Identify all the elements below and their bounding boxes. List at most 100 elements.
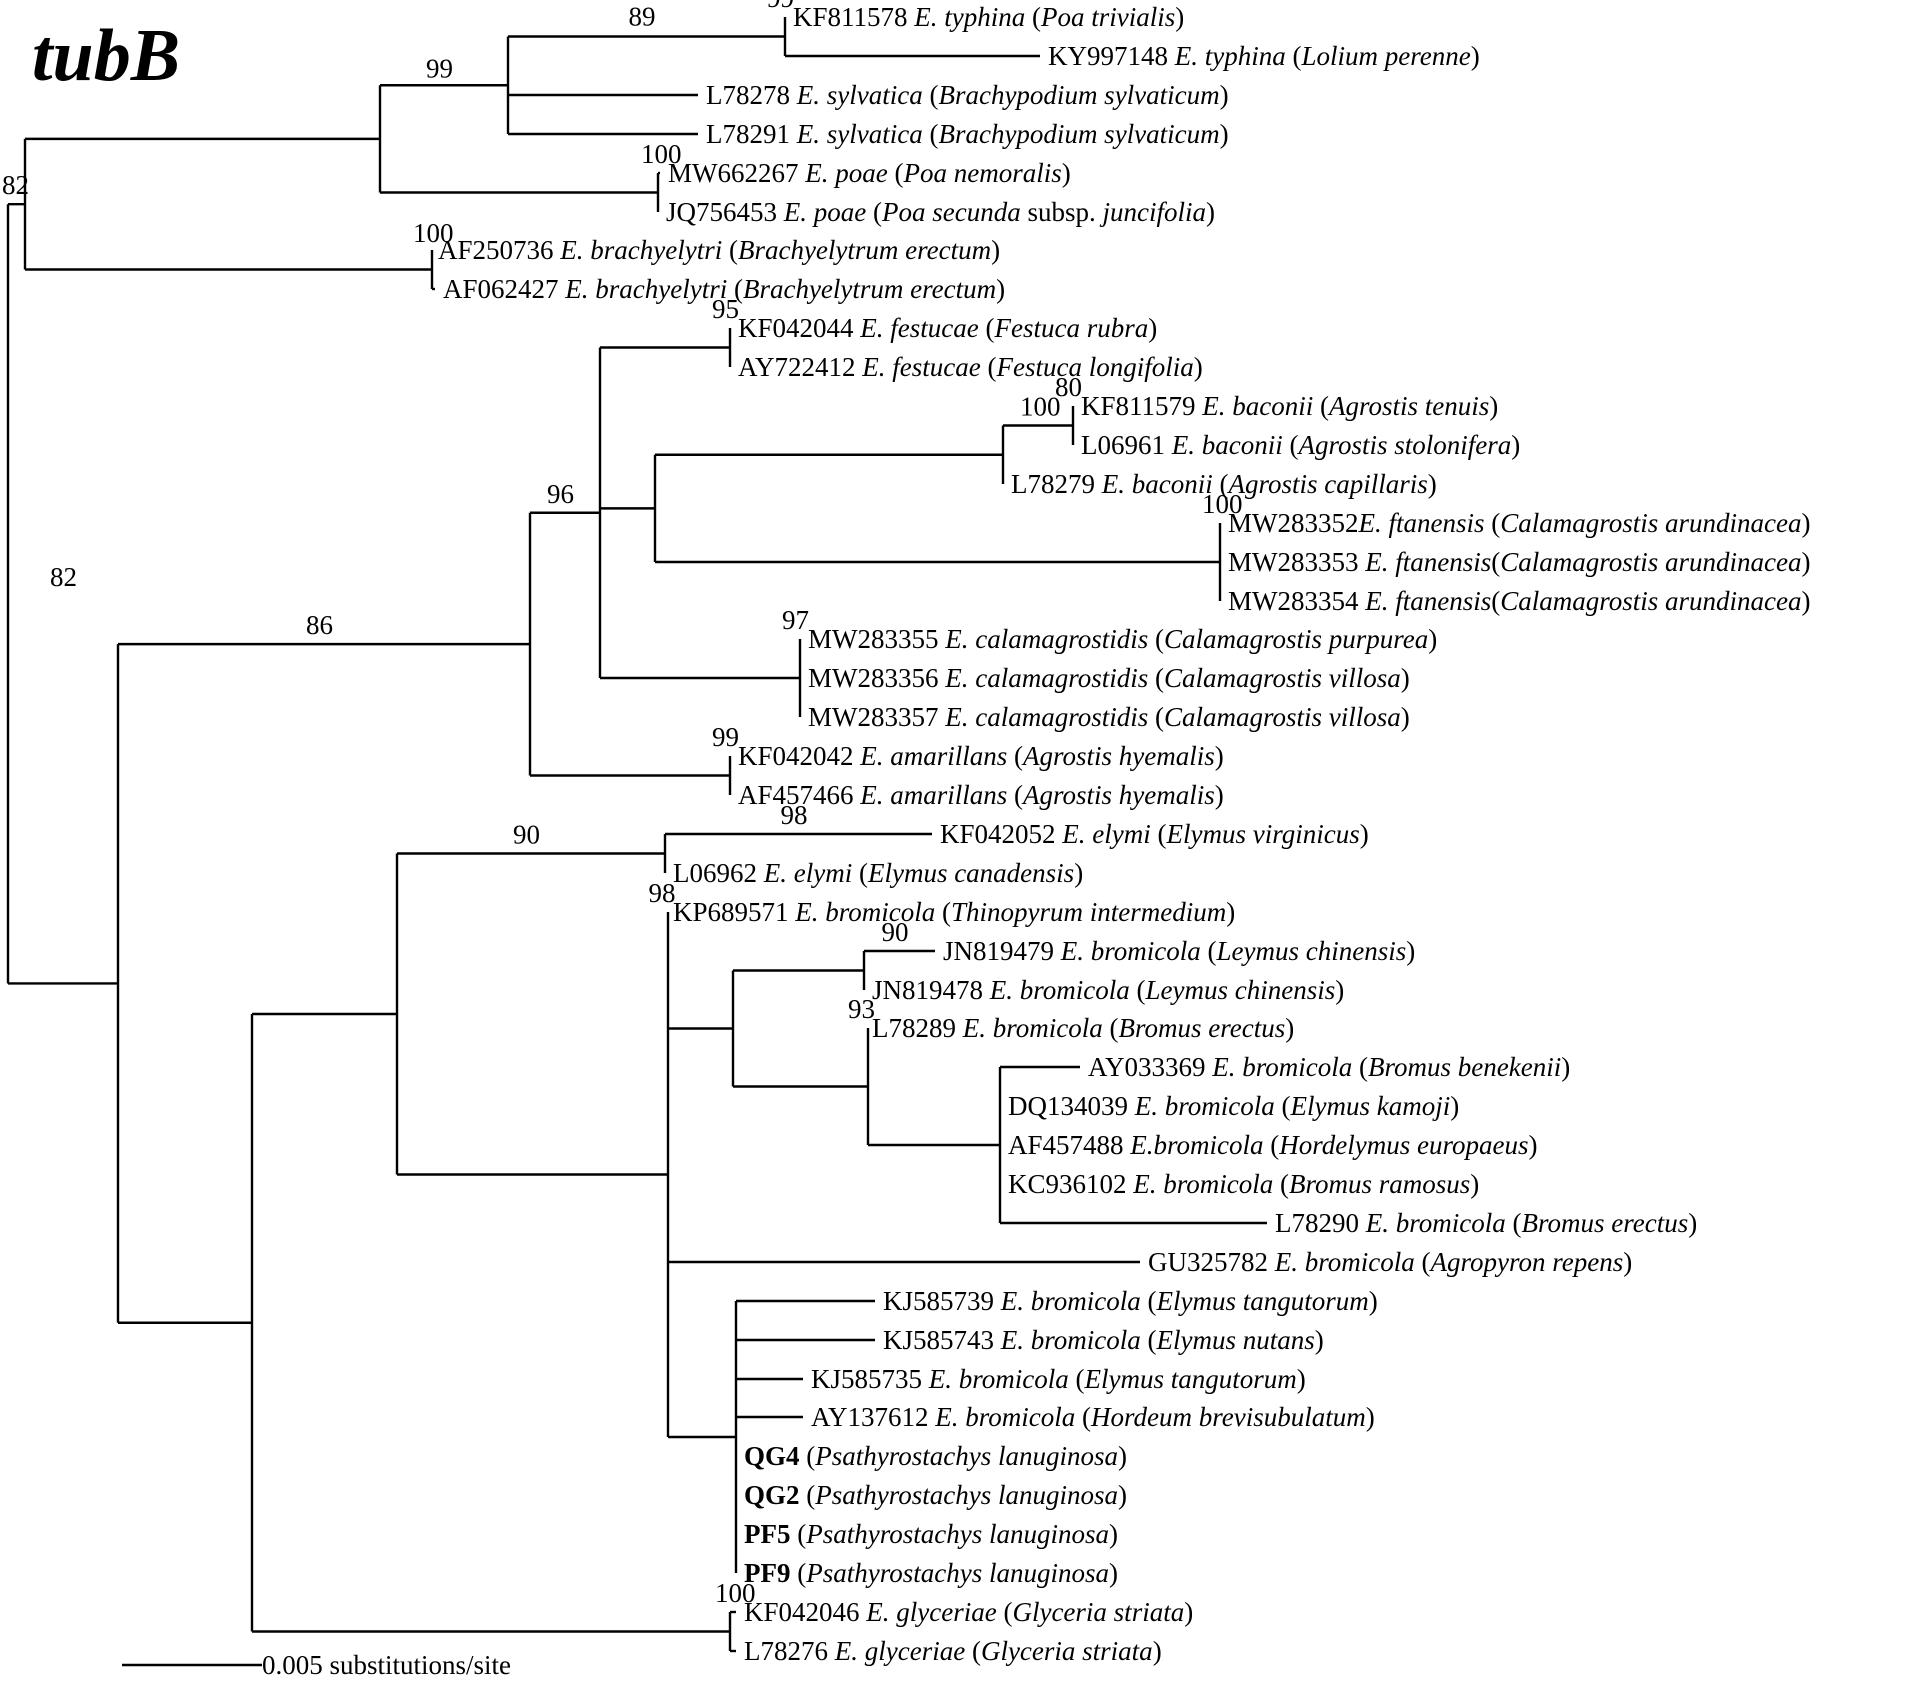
label-text: [939, 663, 946, 693]
support-value: 100: [641, 139, 682, 169]
support-value: 100: [1202, 489, 1243, 519]
taxon-name: Brachyelytrum erectum: [738, 235, 991, 265]
label-text: (: [1141, 1325, 1157, 1355]
accession: GU325782: [1148, 1247, 1268, 1277]
scale-bar: 0.005 substitutions/site: [122, 1650, 511, 1680]
label-text: ): [1528, 1130, 1537, 1160]
label-text: (: [1286, 41, 1302, 71]
label-text: ): [1297, 1364, 1306, 1394]
label-text: ): [1206, 197, 1215, 227]
leaf-label: KJ585743 E. bromicola (Elymus nutans): [883, 1325, 1324, 1355]
taxon-name: E. baconii: [1171, 430, 1283, 460]
taxon-name: Bromus ramosus: [1289, 1169, 1470, 1199]
accession: AY033369: [1088, 1052, 1206, 1082]
leaf-label: JN819478 E. bromicola (Leymus chinensis): [872, 975, 1344, 1005]
label-text: (: [1275, 1091, 1291, 1121]
taxon-name: E. bromicola: [1365, 1208, 1506, 1238]
leaf-label: PF5 (Psathyrostachys lanuginosa): [744, 1519, 1118, 1549]
taxon-name: Bromus benekenii: [1368, 1052, 1561, 1082]
label-text: [856, 352, 863, 382]
support-value: 98: [781, 800, 808, 830]
taxon-name: E. elymi: [763, 858, 852, 888]
accession: L78291: [706, 119, 790, 149]
taxon-name: Calamagrostis arundinacea: [1500, 547, 1801, 577]
label-text: ): [1406, 936, 1415, 966]
taxon-name: E. ftanensis: [1364, 586, 1491, 616]
label-text: ): [1194, 352, 1203, 382]
label-text: (: [1148, 702, 1164, 732]
support-value: 98: [649, 878, 676, 908]
label-text: [860, 1597, 867, 1627]
label-text: (: [800, 1480, 816, 1510]
taxon-name: Hordelymus europaeus: [1278, 1130, 1528, 1160]
support-value: 90: [513, 820, 540, 850]
label-text: (: [791, 1558, 807, 1588]
label-text: (: [800, 1441, 816, 1471]
leaf-label: KF042052 E. elymi (Elymus virginicus): [940, 819, 1369, 849]
label-text: ): [1109, 1558, 1118, 1588]
label-text: [1124, 1130, 1131, 1160]
label-text: [1056, 819, 1063, 849]
label-text: (: [1141, 1286, 1157, 1316]
taxon-name: E. bromicola: [794, 897, 935, 927]
label-text: [1095, 469, 1102, 499]
taxon-name: E. bromicola: [1134, 1091, 1275, 1121]
label-text: (: [852, 858, 868, 888]
accession: MW662267: [668, 158, 799, 188]
leaf-label: MW283355 E. calamagrostidis (Calamagrost…: [808, 624, 1437, 654]
leaf-label: KJ585739 E. bromicola (Elymus tangutorum…: [883, 1286, 1378, 1316]
label-text: [1127, 1169, 1134, 1199]
taxon-name: E. bromicola: [989, 975, 1130, 1005]
accession: AY137612: [811, 1402, 929, 1432]
label-text: ): [1623, 1247, 1632, 1277]
label-text: (: [1491, 586, 1500, 616]
support-values: 9989100991008295801001009799969890939890…: [2, 0, 1243, 1608]
taxon-name: E. bromicola: [1132, 1169, 1273, 1199]
accession: KF042046: [744, 1597, 860, 1627]
support-value: 82: [2, 170, 29, 200]
leaf-label: MW283352E. ftanensis (Calamagrostis arun…: [1228, 508, 1811, 538]
label-text: ): [1561, 1052, 1570, 1082]
label-text: ): [1215, 741, 1224, 771]
label-text: [854, 780, 861, 810]
leaf-label: AY722412 E. festucae (Festuca longifolia…: [738, 352, 1203, 382]
label-text: (: [1264, 1130, 1280, 1160]
taxon-name: Agropyron repens: [1428, 1247, 1623, 1277]
taxon-name: E. festucae: [859, 313, 978, 343]
label-text: (: [1273, 1169, 1289, 1199]
accession: KJ585743: [883, 1325, 994, 1355]
label-text: ): [1369, 1286, 1378, 1316]
label-text: [1165, 430, 1172, 460]
taxon-name: juncifolia: [1099, 197, 1206, 227]
accession: KF811578: [793, 2, 908, 32]
support-value: 99: [712, 722, 739, 752]
accession: MW283356: [808, 663, 939, 693]
label-text: ): [1470, 1169, 1479, 1199]
label-text: (: [1491, 547, 1500, 577]
label-text: (: [935, 897, 951, 927]
taxon-name: Elymus canadensis: [867, 858, 1074, 888]
support-value: 96: [547, 479, 574, 509]
label-text: (: [866, 197, 882, 227]
leaf-label: DQ134039 E. bromicola (Elymus kamoji): [1008, 1091, 1459, 1121]
taxon-name: Calamagrostis villosa: [1164, 702, 1401, 732]
support-value: 82: [50, 562, 77, 592]
taxon-name: E. baconii: [1101, 469, 1213, 499]
label-text: [956, 1013, 963, 1043]
label-text: [983, 975, 990, 1005]
label-text: [908, 2, 915, 32]
label-text: [854, 741, 861, 771]
accession: MW283354: [1228, 586, 1359, 616]
taxon-name: Festuca longifolia: [996, 352, 1194, 382]
accession: KF042052: [940, 819, 1056, 849]
accession: MW283353: [1228, 547, 1359, 577]
leaf-label: MW662267 E. poae (Poa nemoralis): [668, 158, 1071, 188]
accession: AF250736: [438, 235, 554, 265]
label-text: [1268, 1247, 1275, 1277]
taxon-name: Glyceria striata: [1012, 1597, 1184, 1627]
accession: AF457488: [1008, 1130, 1124, 1160]
taxon-name: Brachyelytrum erectum: [743, 274, 996, 304]
accession: KC936102: [1008, 1169, 1127, 1199]
leaf-label: KC936102 E. bromicola (Bromus ramosus): [1008, 1169, 1479, 1199]
